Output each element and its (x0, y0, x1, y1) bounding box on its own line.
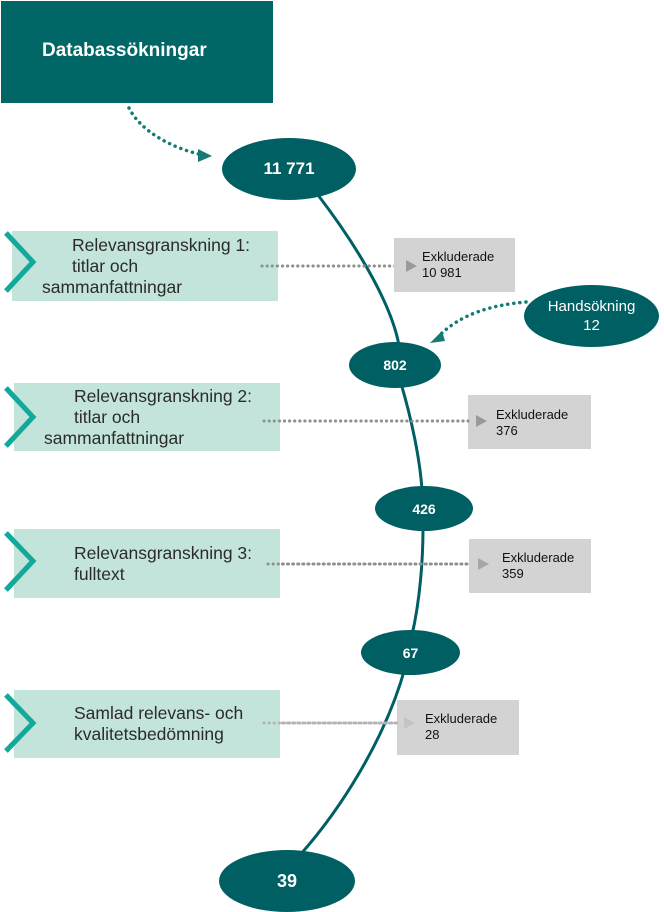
excluded-box-4: Exkluderade 28 (397, 700, 519, 755)
excluded-1-label: Exkluderade (422, 249, 495, 264)
stage-4-line1: Samlad relevans- och (74, 703, 244, 723)
source-database-searches: Databassökningar (1, 1, 273, 103)
stage-1-box: Relevansgranskning 1:titlar och sammanfa… (12, 231, 278, 301)
excluded-2-label: Exkluderade (496, 407, 569, 422)
flow-trunk-line (298, 194, 425, 856)
stage-2-line2: titlar och sammanfattningar (44, 406, 185, 448)
stage-3-box: Relevansgranskning 3:fulltext (14, 529, 280, 598)
excluded-box-3: Exkluderade 359 (469, 539, 591, 593)
count-node-final-value: 39 (276, 870, 298, 891)
source-label: Databassökningar (42, 40, 207, 61)
source-to-node-connector (127, 106, 205, 157)
handsearch-arrowhead-icon (430, 331, 445, 343)
count-node-2-value: 802 (383, 357, 407, 373)
handsearch-to-node-connector (438, 300, 528, 337)
hand-search-node: Handsökning 12 (524, 285, 659, 347)
count-node-3-value: 426 (412, 500, 436, 517)
stage-1-line1: Relevansgranskning 1: (72, 234, 251, 255)
hand-search-value: 12 (583, 317, 600, 334)
count-node-2: 802 (349, 342, 441, 388)
excluded-4-label: Exkluderade (425, 711, 498, 726)
source-arrowhead-icon (198, 149, 212, 162)
stage-3-line2: fulltext (74, 563, 125, 584)
stage-2-box: Relevansgranskning 2:titlar och sammanfa… (14, 383, 280, 451)
stage-2-line1: Relevansgranskning 2: (74, 385, 253, 406)
count-node-4-value: 67 (402, 644, 419, 661)
hand-search-label: Handsökning (547, 298, 636, 315)
stage-3-line1: Relevansgranskning 3: (74, 542, 253, 563)
stage-4-line2: kvalitetsbedömning (74, 724, 224, 744)
excluded-2-value: 376 (496, 423, 518, 438)
excluded-1-value: 10 981 (422, 265, 462, 280)
count-node-final: 39 (219, 850, 355, 912)
excluded-3-label: Exkluderade (502, 550, 575, 565)
count-node-1-value: 11 771 (263, 159, 315, 178)
excluded-4-value: 28 (425, 727, 440, 742)
count-node-1: 11 771 (222, 138, 356, 200)
excluded-3-value: 359 (502, 566, 524, 581)
count-node-3: 426 (375, 486, 473, 531)
excluded-box-1: Exkluderade 10 981 (394, 238, 515, 292)
stage-1-line2: titlar och sammanfattningar (42, 255, 183, 297)
count-node-4: 67 (361, 630, 460, 675)
excluded-box-2: Exkluderade 376 (468, 395, 591, 449)
